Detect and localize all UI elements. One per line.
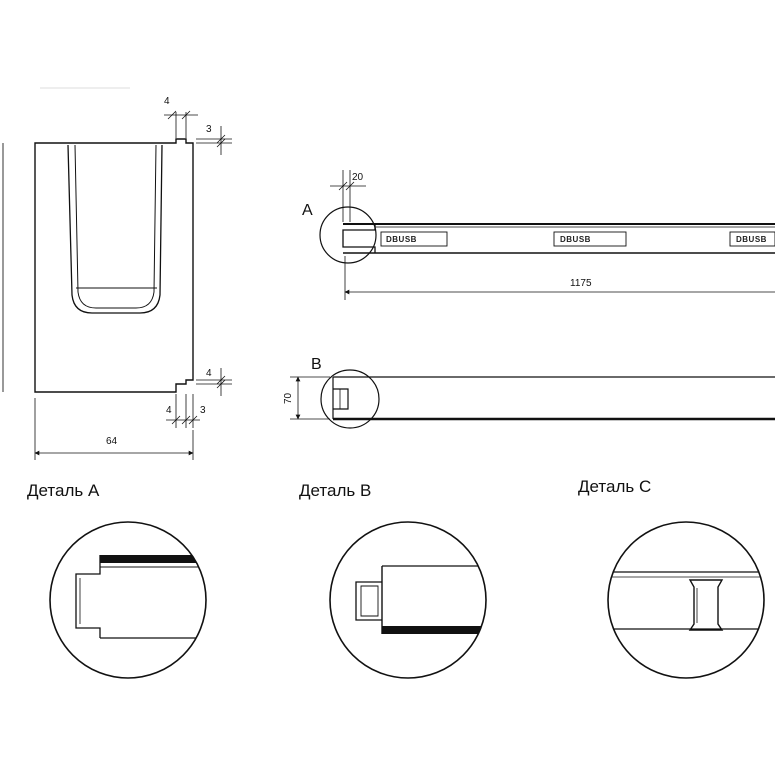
detail-a-title: Деталь A xyxy=(27,481,100,500)
stamp-box-2 xyxy=(553,231,627,247)
dim-width: 64 xyxy=(106,436,118,447)
beam-stamps: DBUSB DBUSB DBUSB xyxy=(380,231,775,247)
dim-bottom-left: 4 xyxy=(166,405,172,416)
stamp-text-2: DBUSB xyxy=(560,235,591,244)
detail-c-zoom xyxy=(607,521,765,679)
stamp-box-1 xyxy=(380,231,448,247)
detail-c-title: Деталь C xyxy=(578,477,651,496)
detail-circle-b xyxy=(320,369,380,429)
dim-bottom-right: 3 xyxy=(200,405,206,416)
detail-a-zoom xyxy=(49,521,207,679)
stamp-box-3 xyxy=(729,231,775,247)
dim-tongue: 20 xyxy=(352,172,364,183)
stamp-text-1: DBUSB xyxy=(386,235,417,244)
side-view-a xyxy=(319,170,775,300)
detail-b-title: Деталь B xyxy=(299,481,371,500)
view-letter-a: A xyxy=(302,202,313,219)
stamp-text-3: DBUSB xyxy=(736,235,767,244)
detail-b-zoom xyxy=(329,521,487,679)
dim-height: 70 xyxy=(283,392,294,404)
view-letter-b: B xyxy=(311,356,322,373)
side-view-b xyxy=(290,369,775,429)
dim-slot-depth: 3 xyxy=(206,124,212,135)
cross-section-view xyxy=(2,87,232,460)
inner-pocket xyxy=(67,144,163,314)
dim-slot-width: 4 xyxy=(164,96,170,107)
dim-bottom-slot-height: 4 xyxy=(206,368,212,379)
block-profile-outline xyxy=(34,138,194,393)
detail-circle-a xyxy=(319,206,377,264)
dim-length: 1175 xyxy=(570,278,592,289)
